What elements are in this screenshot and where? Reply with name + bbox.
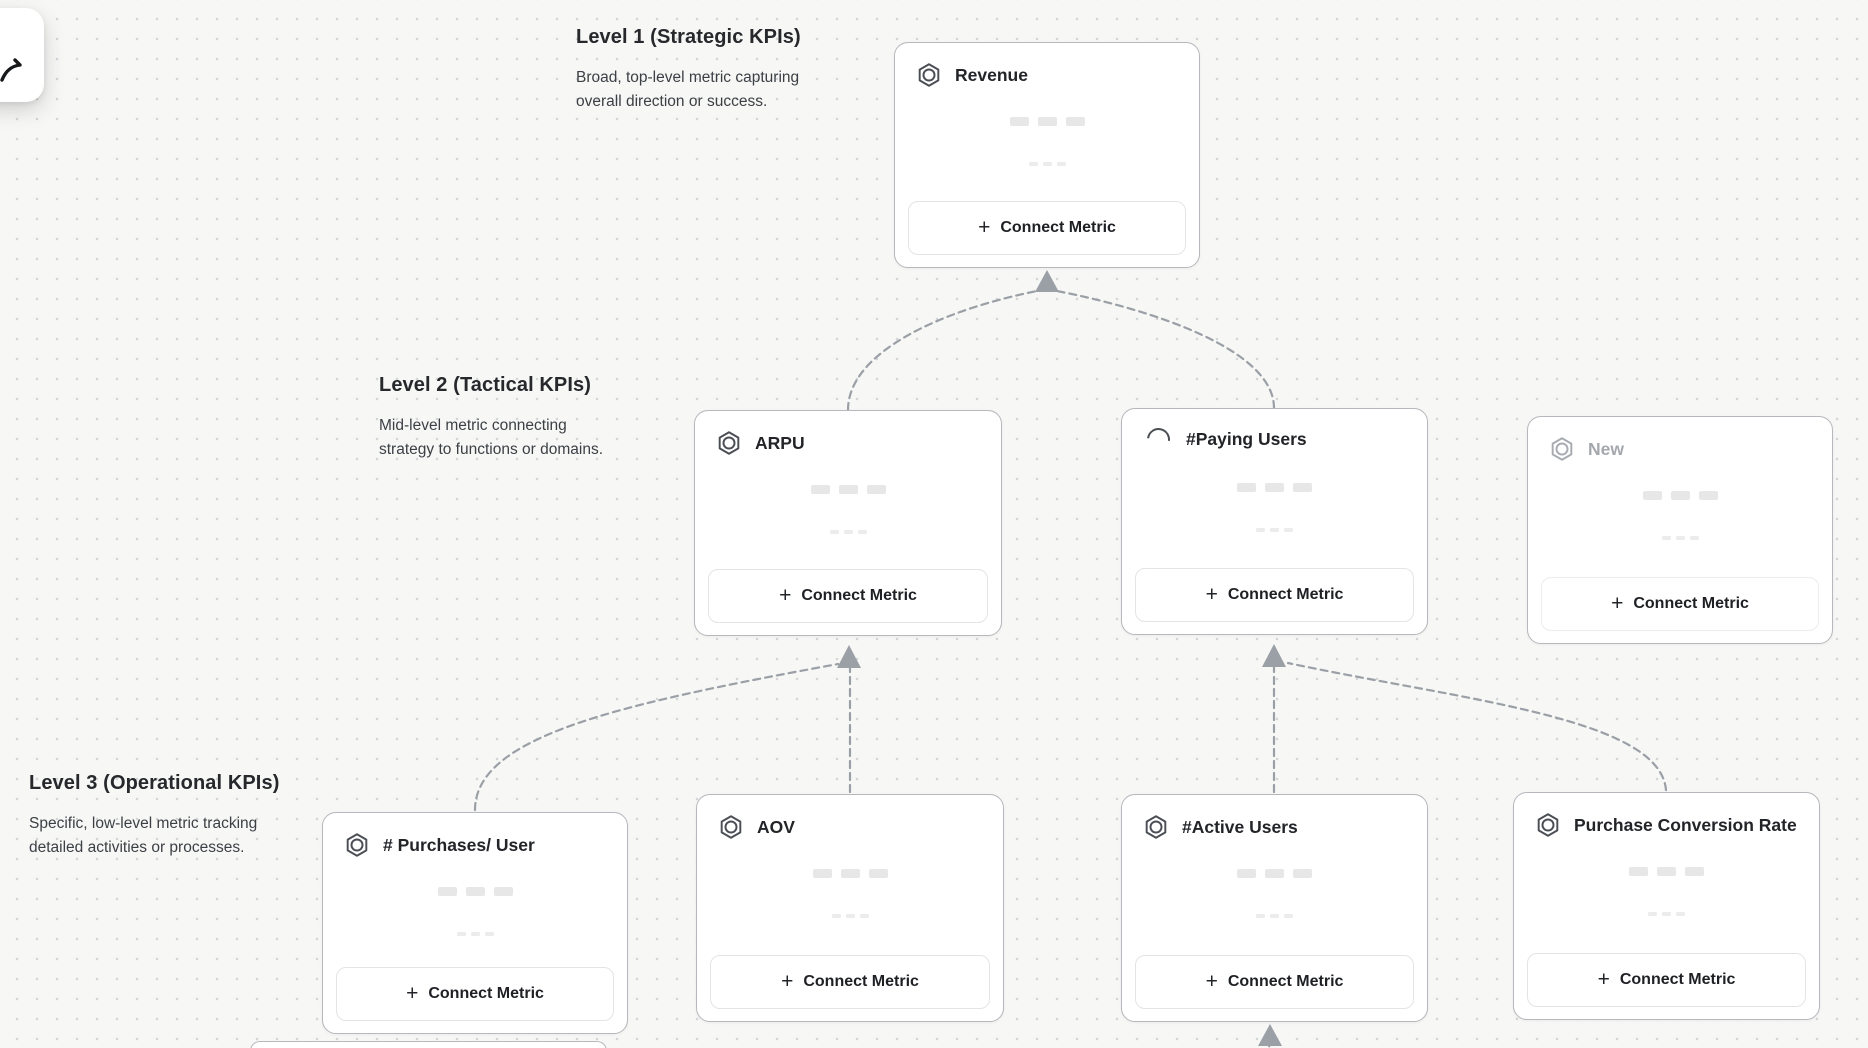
metric-card-title: # Purchases/ User bbox=[383, 834, 535, 855]
metric-skeleton bbox=[697, 914, 1003, 918]
connect-metric-button[interactable]: + Connect Metric bbox=[1135, 955, 1414, 1009]
connect-metric-label: Connect Metric bbox=[1633, 595, 1749, 612]
metric-card-title: #Active Users bbox=[1182, 816, 1298, 837]
level-title: Level 2 (Tactical KPIs) bbox=[379, 374, 592, 396]
level-description-line: Broad, top-level metric capturing bbox=[576, 69, 800, 86]
cursor-icon bbox=[0, 58, 22, 82]
level-description-line: Mid-level metric connecting bbox=[379, 417, 567, 434]
metric-skeleton bbox=[1122, 483, 1427, 492]
metric-skeleton bbox=[1122, 869, 1427, 878]
metric-card-paying-users[interactable]: #Paying Users + Connect Metric bbox=[1121, 408, 1428, 635]
metric-card-active-users[interactable]: #Active Users + Connect Metric bbox=[1121, 794, 1428, 1022]
level-title: Level 1 (Strategic KPIs) bbox=[576, 26, 801, 48]
hexagon-metric-icon bbox=[1145, 815, 1167, 839]
hexagon-metric-icon bbox=[718, 431, 740, 455]
metric-card-title: #Paying Users bbox=[1186, 429, 1307, 449]
connect-metric-label: Connect Metric bbox=[1000, 219, 1116, 236]
metric-card-title: AOV bbox=[757, 816, 795, 837]
level-description-line: Specific, low-level metric tracking bbox=[29, 815, 258, 832]
plus-icon: + bbox=[1597, 967, 1610, 991]
hexagon-metric-icon bbox=[918, 63, 940, 87]
metric-skeleton bbox=[895, 117, 1199, 126]
toolbar-panel[interactable] bbox=[0, 8, 44, 102]
connect-metric-button[interactable]: + Connect Metric bbox=[1527, 953, 1806, 1007]
plus-icon: + bbox=[779, 583, 792, 607]
metric-card-title: Revenue bbox=[955, 64, 1028, 85]
connect-metric-button[interactable]: + Connect Metric bbox=[336, 967, 614, 1021]
metric-card-purchases-per-user[interactable]: # Purchases/ User + Connect Metric bbox=[322, 812, 628, 1034]
connect-metric-label: Connect Metric bbox=[1619, 971, 1736, 988]
connect-metric-button[interactable]: + Connect Metric bbox=[710, 955, 990, 1009]
connect-metric-button[interactable]: + Connect Metric bbox=[1541, 577, 1819, 631]
metric-card-title: New bbox=[1588, 438, 1624, 459]
level-title: Level 3 (Operational KPIs) bbox=[29, 772, 280, 794]
metric-card-aov[interactable]: AOV + Connect Metric bbox=[696, 794, 1004, 1022]
metric-skeleton bbox=[1528, 536, 1832, 540]
level-1-label: Level 1 (Strategic KPIs) Broad, top-leve… bbox=[576, 26, 801, 114]
metric-skeleton bbox=[1122, 914, 1427, 918]
level-description-line: strategy to functions or domains. bbox=[379, 441, 604, 458]
level-2-label: Level 2 (Tactical KPIs) Mid-level metric… bbox=[379, 374, 603, 462]
metric-skeleton bbox=[1122, 528, 1427, 532]
hexagon-metric-icon bbox=[720, 815, 742, 839]
metric-card-arpu[interactable]: ARPU + Connect Metric bbox=[694, 410, 1002, 636]
metric-skeleton bbox=[895, 162, 1199, 166]
plus-icon: + bbox=[1205, 582, 1218, 606]
metric-skeleton bbox=[695, 485, 1001, 494]
metric-skeleton bbox=[695, 530, 1001, 534]
metric-card-new[interactable]: New + Connect Metric bbox=[1527, 416, 1833, 644]
connect-metric-label: Connect Metric bbox=[1227, 973, 1344, 990]
metric-card-title: Purchase Conversion Rate bbox=[1574, 814, 1797, 835]
hexagon-metric-icon bbox=[1551, 437, 1573, 461]
plus-icon: + bbox=[781, 969, 794, 993]
connect-metric-label: Connect Metric bbox=[1227, 586, 1344, 603]
metric-skeleton bbox=[323, 932, 627, 936]
metric-skeleton bbox=[697, 869, 1003, 878]
metric-card-purchase-conversion-rate[interactable]: Purchase Conversion Rate + Connect Metri… bbox=[1513, 792, 1820, 1020]
level-3-label: Level 3 (Operational KPIs) Specific, low… bbox=[29, 772, 279, 860]
metric-card-revenue[interactable]: Revenue + Connect Metric bbox=[894, 42, 1200, 268]
hexagon-metric-icon bbox=[1537, 813, 1559, 837]
metric-skeleton bbox=[1514, 867, 1819, 876]
connect-metric-label: Connect Metric bbox=[801, 587, 917, 604]
spinner-icon bbox=[1142, 423, 1175, 456]
connect-metric-label: Connect Metric bbox=[803, 973, 919, 990]
metric-skeleton bbox=[1528, 491, 1832, 500]
metric-card-partial[interactable] bbox=[250, 1041, 607, 1048]
metric-skeleton bbox=[1514, 912, 1819, 916]
connect-metric-button[interactable]: + Connect Metric bbox=[908, 201, 1186, 255]
metric-skeleton bbox=[323, 887, 627, 896]
plus-icon: + bbox=[1611, 591, 1624, 615]
hexagon-metric-icon bbox=[346, 833, 368, 857]
plus-icon: + bbox=[1205, 969, 1218, 993]
plus-icon: + bbox=[406, 981, 419, 1005]
connect-metric-button[interactable]: + Connect Metric bbox=[1135, 568, 1414, 622]
metric-card-title: ARPU bbox=[755, 432, 805, 453]
plus-icon: + bbox=[978, 215, 991, 239]
level-description-line: overall direction or success. bbox=[576, 93, 768, 110]
connect-metric-button[interactable]: + Connect Metric bbox=[708, 569, 988, 623]
level-description-line: detailed activities or processes. bbox=[29, 839, 245, 856]
connect-metric-label: Connect Metric bbox=[428, 985, 544, 1002]
